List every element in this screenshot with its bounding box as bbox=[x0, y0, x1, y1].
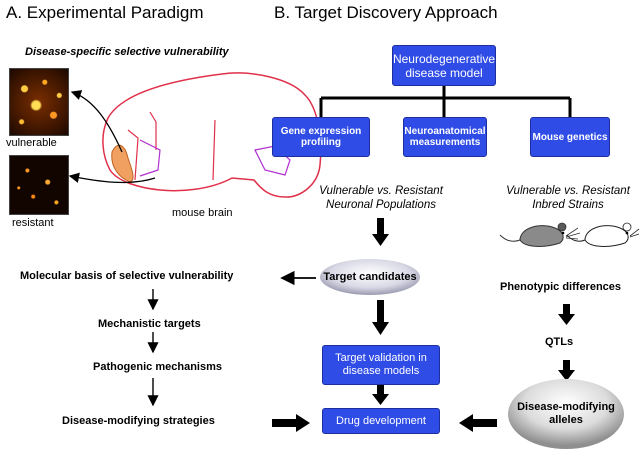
phenotypic-differences-label: Phenotypic differences bbox=[500, 281, 622, 293]
target-validation-box: Target validation in disease models bbox=[322, 345, 440, 385]
arrow-icon-down-4 bbox=[558, 304, 575, 325]
brain-ventricle-left bbox=[127, 129, 139, 181]
qtls-label: QTLs bbox=[545, 336, 574, 348]
vulnerable-label: vulnerable bbox=[6, 137, 57, 149]
panel-a-subtitle: Disease-specific selective vulnerability bbox=[25, 46, 229, 58]
panel-a-title: A. Experimental Paradigm bbox=[6, 3, 204, 22]
drug-development-box: Drug development bbox=[322, 408, 440, 434]
resistant-micrograph bbox=[9, 155, 69, 215]
mouse-brain-illustration bbox=[102, 72, 322, 198]
vulnerable-micrograph bbox=[9, 68, 69, 136]
arrow-icon-down-1 bbox=[372, 218, 389, 246]
mouse-brain-label: mouse brain bbox=[172, 207, 233, 219]
brain-hippocampus-right bbox=[254, 145, 291, 176]
brain-vulnerable-region bbox=[111, 144, 134, 183]
target-candidates-ellipse bbox=[320, 259, 420, 295]
tree-connector bbox=[319, 86, 572, 117]
arrow-icon-right bbox=[272, 414, 310, 432]
alleles-ellipse bbox=[508, 379, 624, 449]
brain-outline bbox=[102, 72, 322, 198]
brain-ventricle-right bbox=[212, 119, 216, 181]
strains-label: Vulnerable vs. Resistant Inbred Strains bbox=[506, 185, 630, 211]
target-candidates-label: Target candidates bbox=[323, 271, 417, 283]
pathogenic-mechanisms-label: Pathogenic mechanisms bbox=[93, 361, 222, 373]
populations-label: Vulnerable vs. Resistant Neuronal Popula… bbox=[319, 185, 443, 211]
brain-ventricle-mid bbox=[149, 111, 157, 150]
mouse-genetics-box: Mouse genetics bbox=[530, 117, 610, 157]
arrow-to-vulnerable bbox=[70, 90, 123, 153]
gene-expression-box: Gene expression profiling bbox=[272, 117, 370, 157]
arrow-icon-down-2 bbox=[372, 300, 389, 335]
molecular-basis-label: Molecular basis of selective vulnerabili… bbox=[20, 270, 234, 282]
disease-modifying-alleles-label: Disease-modifying alleles bbox=[517, 401, 615, 426]
mouse-icon-resistant bbox=[566, 222, 640, 247]
mouse-icon-vulnerable bbox=[499, 222, 581, 247]
resistant-label: resistant bbox=[12, 217, 54, 229]
arrow-to-resistant bbox=[68, 172, 156, 184]
disease-modifying-strategies-label: Disease-modifying strategies bbox=[62, 415, 215, 427]
arrow-icon-down-5 bbox=[558, 360, 575, 381]
brain-hippocampus-left bbox=[139, 139, 161, 177]
arrow-icon-left bbox=[459, 414, 497, 432]
mechanistic-targets-label: Mechanistic targets bbox=[98, 318, 201, 330]
panel-b-title: B. Target Discovery Approach bbox=[274, 3, 498, 22]
neuroanatomical-box: Neuroanatomical measurements bbox=[403, 117, 487, 157]
model-box: Neurodegenerative disease model bbox=[392, 45, 496, 86]
arrow-icon-down-3 bbox=[372, 385, 389, 405]
